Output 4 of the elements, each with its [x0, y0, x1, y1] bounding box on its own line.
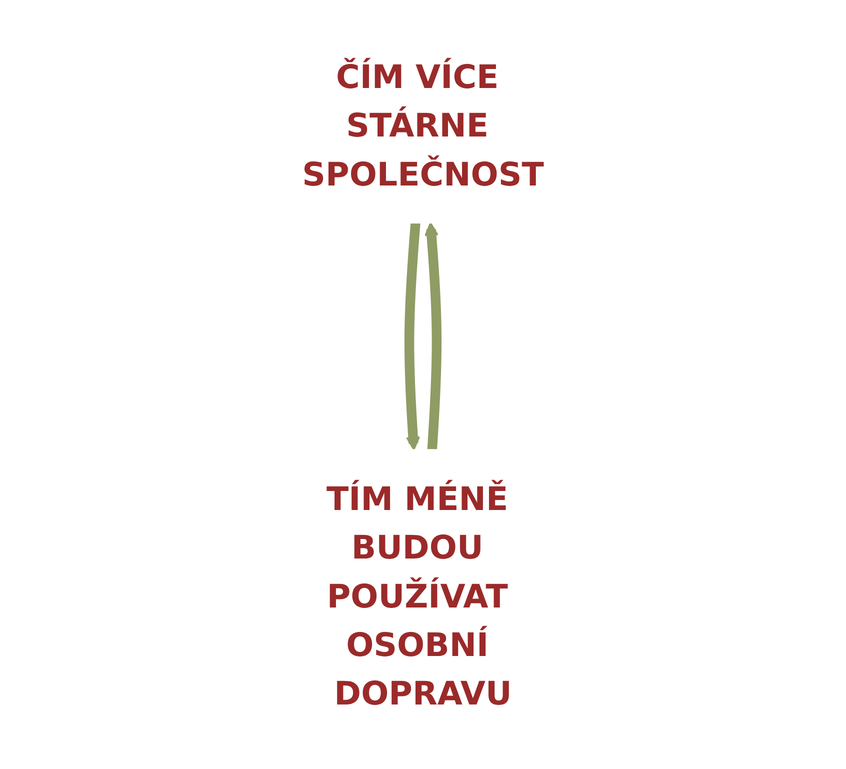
arrow	[424, 222, 442, 450]
arrow	[404, 222, 420, 450]
node-text: TÍM MÉNĚ BUDOU POUŽÍVAT OSOBNÍ DOPRAVU	[326, 478, 512, 712]
node-text: ČÍM VÍCE STÁRNE SPOLEČNOST	[302, 56, 544, 194]
